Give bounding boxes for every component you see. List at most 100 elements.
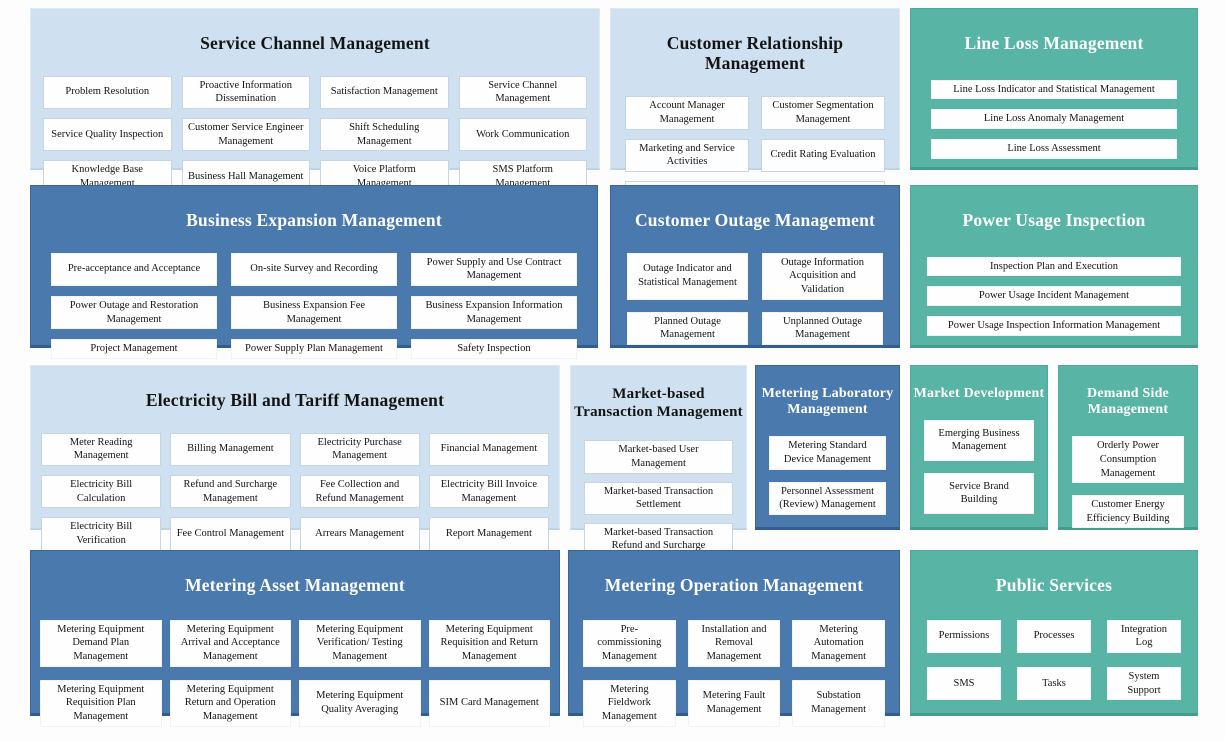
module-button[interactable]: Service Channel Management <box>458 75 587 109</box>
module-button[interactable]: Electricity Bill Invoice Management <box>428 474 549 509</box>
module-button[interactable]: Metering Automation Management <box>792 619 885 667</box>
module-button[interactable]: Inspection Plan and Execution <box>927 256 1181 277</box>
panel-metering-asset-management: Metering Asset Management Metering Equip… <box>30 550 560 727</box>
module-button[interactable]: Customer Energy Efficiency Building <box>1072 495 1184 529</box>
module-button[interactable]: SIM Card Management <box>428 679 550 727</box>
module-button[interactable]: Problem Resolution <box>43 75 172 109</box>
module-button[interactable]: Arrears Management <box>299 517 420 551</box>
panel-title: Electricity Bill and Tariff Management <box>145 389 445 410</box>
module-button[interactable]: Business Expansion Information Managemen… <box>411 295 577 330</box>
panel-title: Market Development <box>913 385 1045 401</box>
panel-customer-outage-management: Customer Outage Management Outage Indica… <box>610 185 900 348</box>
module-button[interactable]: Work Communication <box>458 117 587 152</box>
panel-title: Business Expansion Management <box>186 209 442 230</box>
module-button[interactable]: Outage Information Acquisition and Valid… <box>762 252 883 300</box>
panel-market-based-transaction-management: Market-based Transaction Management Mark… <box>570 365 747 557</box>
panel-items: Line Loss Indicator and Statistical Mana… <box>911 74 1197 173</box>
module-button[interactable]: Power Supply and Use Contract Management <box>411 252 577 286</box>
module-button[interactable]: Processes <box>1017 619 1091 653</box>
panel-market-development: Market Development Emerging Business Man… <box>910 365 1048 530</box>
panel-line-loss-management: Line Loss Management Line Loss Indicator… <box>910 8 1198 170</box>
module-button[interactable]: Shift Scheduling Management <box>320 117 449 152</box>
module-button[interactable]: Orderly Power Consumption Management <box>1072 436 1184 484</box>
module-button[interactable]: Permissions <box>927 619 1001 653</box>
panel-title: Metering Laboratory Management <box>761 385 894 418</box>
module-button[interactable]: Business Expansion Fee Management <box>231 295 397 330</box>
module-button[interactable]: Metering Fieldwork Management <box>583 679 676 727</box>
panel-business-expansion-management: Business Expansion Management Pre-accept… <box>30 185 598 359</box>
module-button[interactable]: Personnel Assessment (Review) Management <box>769 481 886 515</box>
module-button[interactable]: Metering Equipment Verification/ Testing… <box>299 619 421 667</box>
panel-metering-laboratory-management: Metering Laboratory Management Metering … <box>755 365 900 530</box>
module-button[interactable]: Electricity Bill Calculation <box>41 474 162 509</box>
module-button[interactable]: Financial Management <box>428 432 549 466</box>
module-button[interactable]: Line Loss Indicator and Statistical Mana… <box>931 79 1177 100</box>
module-button[interactable]: Pre-acceptance and Acceptance <box>51 252 217 286</box>
module-button[interactable]: Metering Fault Management <box>687 679 781 727</box>
module-button[interactable]: Pre-commissioning Management <box>583 619 676 667</box>
module-button[interactable]: Metering Equipment Requisition Plan Mana… <box>40 679 162 727</box>
module-button[interactable]: Substation Management <box>792 679 885 727</box>
module-button[interactable]: Electricity Bill Verification <box>41 517 162 551</box>
panel-metering-operation-management: Metering Operation Management Pre-commis… <box>568 550 900 727</box>
module-button[interactable]: Metering Equipment Demand Plan Managemen… <box>40 619 162 667</box>
module-button[interactable]: Fee Collection and Refund Management <box>299 474 420 509</box>
panel-title: Metering Asset Management <box>185 574 405 595</box>
module-button[interactable]: Credit Rating Evaluation <box>761 138 885 172</box>
module-button[interactable]: Proactive Information Dissemination <box>181 75 310 109</box>
module-button[interactable]: On-site Survey and Recording <box>231 252 397 286</box>
module-button[interactable]: Power Outage and Restoration Management <box>51 295 217 330</box>
module-button[interactable]: Customer Segmentation Management <box>761 96 885 130</box>
panel-electricity-bill-and-tariff-management: Electricity Bill and Tariff Management M… <box>30 365 560 551</box>
module-button[interactable]: Billing Management <box>170 432 291 466</box>
module-button[interactable]: Metering Equipment Arrival and Acceptanc… <box>169 619 291 667</box>
module-button[interactable]: Integration Log <box>1107 619 1181 653</box>
panel-title: Demand Side Management <box>1087 385 1169 418</box>
module-button[interactable]: Metering Standard Device Management <box>769 436 886 470</box>
module-button[interactable]: Unplanned Outage Management <box>762 311 883 345</box>
panel-power-usage-inspection: Power Usage Inspection Inspection Plan a… <box>910 185 1198 348</box>
module-button[interactable]: Outage Indicator and Statistical Managem… <box>627 252 748 300</box>
module-button[interactable]: Line Loss Assessment <box>931 138 1177 159</box>
module-button[interactable]: Power Usage Incident Management <box>927 286 1181 306</box>
module-button[interactable]: Marketing and Service Activities <box>625 138 749 172</box>
module-button[interactable]: Metering Equipment Return and Operation … <box>169 679 291 727</box>
module-button[interactable]: Account Manager Management <box>625 96 749 130</box>
module-button[interactable]: Metering Equipment Quality Averaging <box>299 679 421 727</box>
panel-customer-relationship-management: Customer Relationship Management Account… <box>610 8 900 201</box>
module-button[interactable]: Power Supply Plan Management <box>231 339 397 359</box>
panel-title: Customer Relationship Management <box>666 32 844 74</box>
module-button[interactable]: System Support <box>1107 666 1181 701</box>
module-button[interactable]: Line Loss Anomaly Management <box>931 109 1177 129</box>
panel-items: Metering Equipment Demand Plan Managemen… <box>31 616 559 741</box>
module-button[interactable]: Report Management <box>428 517 549 551</box>
module-button[interactable]: Planned Outage Management <box>627 311 748 345</box>
module-button[interactable]: Market-based User Management <box>584 440 733 474</box>
module-button[interactable]: Metering Equipment Requisition and Retur… <box>428 619 550 667</box>
module-button[interactable]: Customer Service Engineer Management <box>181 117 310 152</box>
module-button[interactable]: Meter Reading Management <box>41 432 162 466</box>
module-button[interactable]: Service Quality Inspection <box>43 117 172 152</box>
module-button[interactable]: Satisfaction Management <box>320 75 449 109</box>
module-button[interactable]: Safety Inspection <box>411 339 577 359</box>
module-button[interactable]: Service Brand Building <box>924 472 1034 514</box>
module-button[interactable]: Project Management <box>51 339 217 359</box>
module-button[interactable]: Emerging Business Management <box>924 419 1034 461</box>
module-button[interactable]: Refund and Surcharge Management <box>170 474 291 509</box>
module-button[interactable]: Fee Control Management <box>170 517 291 551</box>
panel-title: Market-based Transaction Management <box>574 386 743 421</box>
module-button[interactable]: Market-based Transaction Settlement <box>584 481 733 515</box>
module-button[interactable]: SMS <box>927 666 1001 701</box>
module-button[interactable]: Power Usage Inspection Information Manag… <box>927 315 1181 336</box>
panel-items: Problem Resolution Proactive Information … <box>31 74 599 206</box>
module-button[interactable]: Electricity Purchase Management <box>299 432 420 466</box>
module-button[interactable]: Installation and Removal Management <box>687 619 781 667</box>
module-button[interactable]: Tasks <box>1017 666 1091 701</box>
panel-service-channel-management: Service Channel Management Problem Resol… <box>30 8 600 194</box>
